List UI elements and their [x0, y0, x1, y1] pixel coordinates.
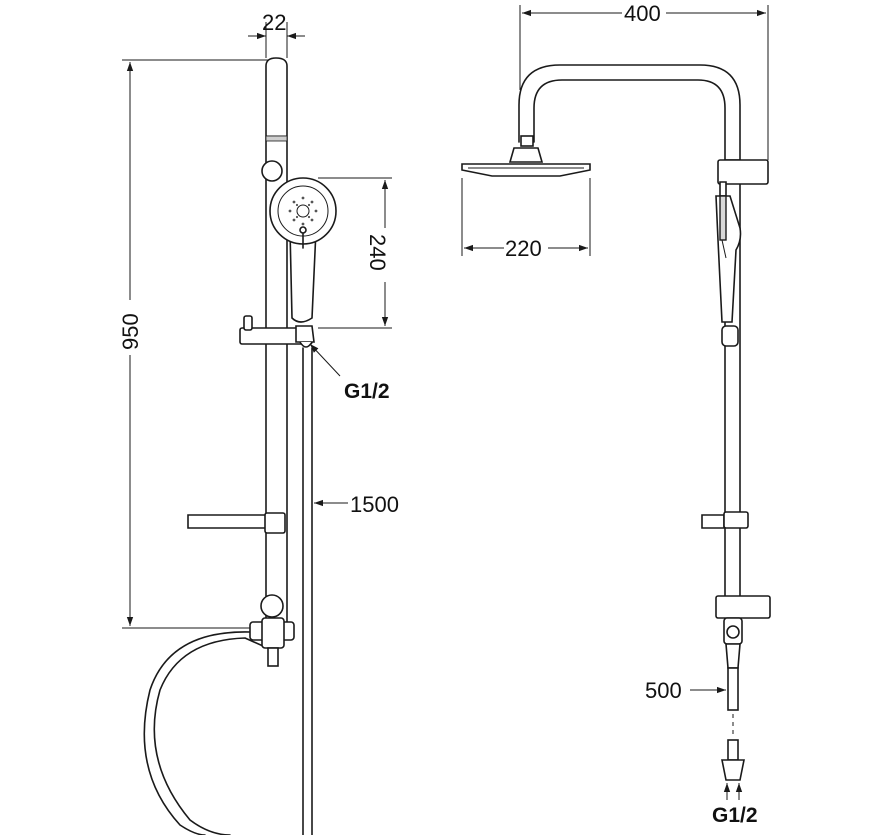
- thread-callout-right: G1/2: [712, 783, 758, 827]
- hose-length-callout: 1500: [314, 492, 399, 517]
- dimension-arm-reach-label: 400: [624, 1, 661, 26]
- dimension-width-label: 22: [262, 10, 286, 35]
- right-view: 400 220: [461, 1, 771, 827]
- bottom-bracket-right: [715, 595, 771, 669]
- diverter: [249, 594, 295, 667]
- soap-shelf: [187, 512, 286, 534]
- dimension-total-height-label: 950: [118, 313, 143, 350]
- dimension-head-size: 220: [461, 178, 591, 261]
- left-view: 22 950: [118, 10, 399, 835]
- hand-shower-side: [715, 195, 742, 347]
- thread-label-left: G1/2: [344, 380, 390, 403]
- shower-hose: [143, 347, 313, 835]
- top-bracket-knob: [261, 160, 283, 182]
- soap-shelf-right: [701, 511, 749, 529]
- inlet-pipe: [721, 667, 745, 781]
- arm-connector: [717, 159, 769, 185]
- thread-label-right: G1/2: [712, 804, 758, 827]
- hand-shower: [269, 177, 337, 323]
- inlet-length-label: 500: [645, 678, 682, 703]
- overhead-arm: [518, 64, 741, 161]
- dimension-total-height: 950: [118, 59, 270, 629]
- rain-shower-head: [461, 147, 591, 177]
- spray-nozzles: [288, 196, 318, 226]
- inlet-length-callout: 500: [645, 678, 726, 703]
- dimension-width: 22: [248, 10, 305, 58]
- dimension-head-size-label: 220: [505, 236, 542, 261]
- dimension-hand-shower-label: 240: [365, 234, 390, 271]
- hose-length-label: 1500: [350, 492, 399, 517]
- thread-callout-left: G1/2: [309, 343, 390, 403]
- dimension-arm-reach: 400: [519, 1, 769, 160]
- dimension-hand-shower: 240: [318, 177, 392, 329]
- slider-holder: [239, 315, 315, 348]
